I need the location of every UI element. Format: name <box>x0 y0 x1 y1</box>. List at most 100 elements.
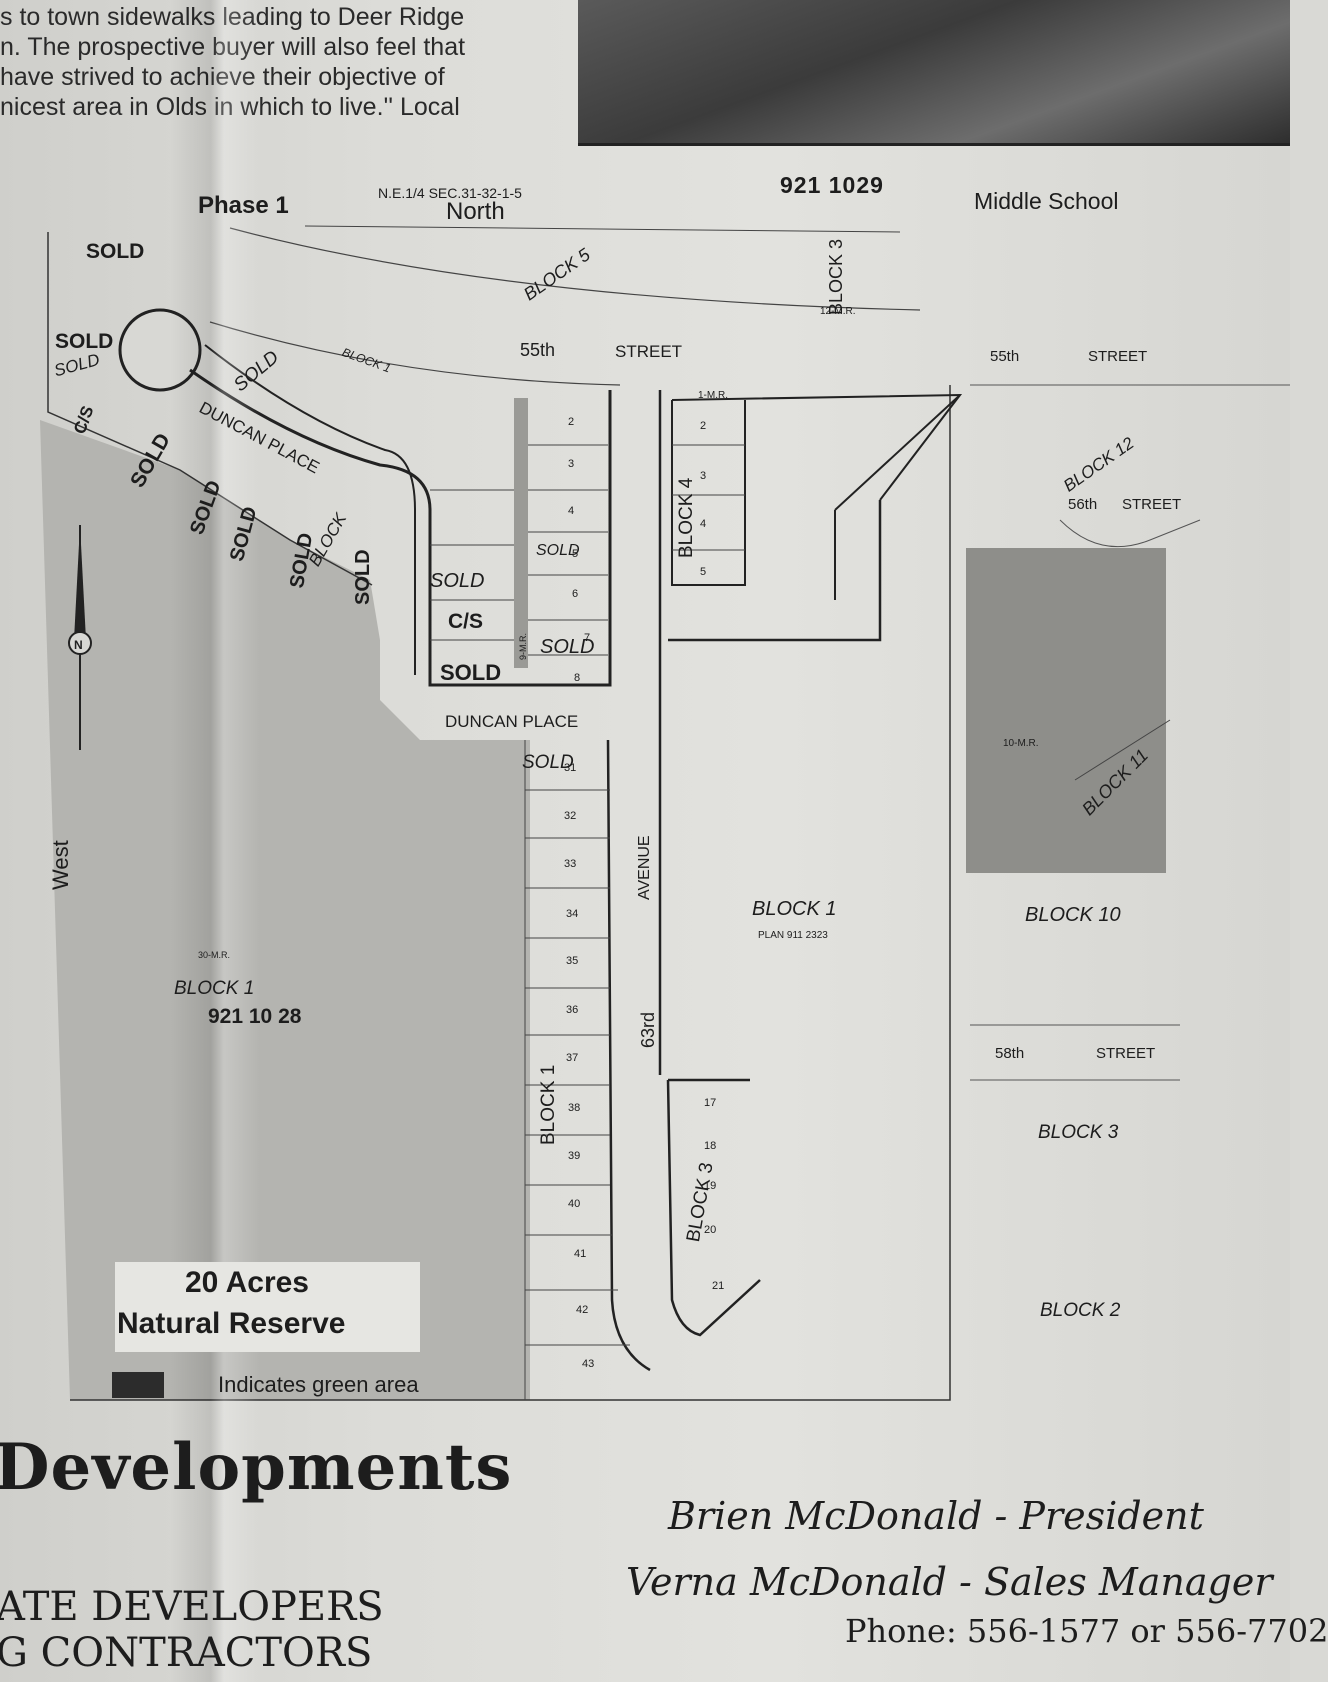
sold-mark-29: SOLD <box>352 549 374 605</box>
lot-number: 7 <box>584 632 591 644</box>
block4-diagonal <box>834 394 961 511</box>
lot-number: 43 <box>582 1358 595 1370</box>
lot-number: 32 <box>564 810 577 822</box>
intro-line: s to town sidewalks leading to Deer Ridg… <box>0 3 465 31</box>
block3-right-label: BLOCK 3 <box>1038 1122 1119 1143</box>
phase-label: Phase 1 <box>198 192 289 219</box>
natural-reserve-area <box>40 420 530 1400</box>
walkway-strip <box>514 398 528 668</box>
block5-line <box>304 225 901 233</box>
street-55th-label-b: STREET <box>615 342 683 361</box>
lot-number: 17 <box>704 1097 717 1109</box>
sold-mark-10: SOLD <box>440 660 502 685</box>
block1-strip-label: BLOCK 1 <box>538 1064 559 1145</box>
company-name: Developments <box>0 1430 513 1505</box>
sales-manager-line: Verna McDonald - Sales Manager <box>626 1560 1273 1604</box>
lot-number: 20 <box>704 1224 717 1236</box>
lot-number: 38 <box>568 1102 581 1114</box>
company-line-1: ATE DEVELOPERS <box>0 1584 384 1630</box>
block2-label: BLOCK 2 <box>1040 1300 1121 1321</box>
subdivision-boundary <box>47 232 951 1401</box>
street-56th-label: 56th <box>1068 496 1098 513</box>
lot-number: 8 <box>574 672 581 684</box>
lot-number: 36 <box>566 1004 579 1016</box>
mr-9-label: 9-M.R. <box>518 633 528 660</box>
cs-mark-11: C/S <box>448 610 484 633</box>
middle-school-label: Middle School <box>974 188 1119 214</box>
intro-line: nicest area in Olds in which to live.'' … <box>0 93 460 121</box>
reserve-acres: 20 Acres <box>185 1266 309 1299</box>
street-58th-label: 58th <box>995 1045 1025 1062</box>
street-58th-label-b: STREET <box>1096 1045 1156 1062</box>
sold-hand-5: SOLD <box>536 542 580 559</box>
lot-number: 37 <box>566 1052 579 1064</box>
north-road-line <box>229 227 921 311</box>
legal-description: N.E.1/4 SEC.31-32-1-5 <box>378 185 522 201</box>
lot-number: 31 <box>564 762 577 774</box>
sold-hand-7: SOLD <box>540 636 595 658</box>
duncan-place-road-inner <box>204 344 416 675</box>
mr-12-label: 12-M.R. <box>820 306 856 317</box>
sold-hand-31: SOLD <box>522 752 574 773</box>
avenue-63rd-east <box>666 1078 761 1337</box>
street-55th-right-label: 55th <box>990 348 1020 365</box>
lot-number: 3 <box>700 470 707 482</box>
lot-number: 5 <box>572 548 579 560</box>
duncan-place-road <box>189 368 612 687</box>
lot-lines-east <box>430 444 608 656</box>
north-label: North <box>446 198 505 225</box>
block4-label: BLOCK 4 <box>676 477 697 558</box>
sold-mark-23: SOLD <box>55 330 114 353</box>
lot-number: 41 <box>574 1248 587 1260</box>
block1-center-plan: PLAN 911 2323 <box>758 930 828 941</box>
lot-number: 2 <box>700 420 707 432</box>
south-55th-line <box>209 321 621 386</box>
west-label: West <box>48 840 73 890</box>
lot-lines-strip <box>524 740 630 1400</box>
avenue-label: AVENUE <box>636 835 653 900</box>
lot-number: 34 <box>566 908 579 920</box>
lot-number: 40 <box>568 1198 581 1210</box>
culdesac <box>118 308 202 392</box>
lot-number: 35 <box>566 955 579 967</box>
lot-number: 18 <box>704 1140 717 1152</box>
lot-number: 42 <box>576 1304 589 1316</box>
lot-number: 19 <box>704 1180 717 1192</box>
green-area-east <box>966 548 1166 873</box>
lot-number: 2 <box>568 416 575 428</box>
sold-mark-22: SOLD <box>86 240 145 263</box>
intro-line: n. The prospective buyer will also feel … <box>0 33 466 61</box>
lot-number: 6 <box>572 588 579 600</box>
phone-line: Phone: 556-1577 or 556-7702 <box>845 1612 1328 1650</box>
block3-top-label: BLOCK 3 <box>826 238 846 315</box>
green-area-swatch <box>112 1372 164 1398</box>
block1-center-label: BLOCK 1 <box>752 898 837 920</box>
lot-number: 39 <box>568 1150 581 1162</box>
compass-icon: N <box>68 525 92 750</box>
lot-number: 33 <box>564 858 577 870</box>
street-55th-right-label-b: STREET <box>1088 348 1148 365</box>
reserve-title: Natural Reserve <box>117 1307 346 1340</box>
lot-number: 21 <box>712 1280 725 1292</box>
block4-lot-lines <box>672 444 745 551</box>
mr-10-label: 10-M.R. <box>1003 738 1039 749</box>
mr-1-label: 1-M.R. <box>698 390 728 401</box>
street-55th-label: 55th <box>520 340 556 360</box>
lot-number: 4 <box>700 518 707 530</box>
plan-number-header: 921 1029 <box>780 172 884 198</box>
subdivision-map: N <box>40 225 1290 1401</box>
company-line-2: G CONTRACTORS <box>0 1630 373 1676</box>
intro-paragraph: s to town sidewalks leading to Deer Ridg… <box>0 2 500 122</box>
lot-number: 3 <box>568 458 575 470</box>
avenue-63rd-label: 63rd <box>638 1011 658 1048</box>
lot-number: 5 <box>700 566 707 578</box>
natural-reserve-box: 20 Acres Natural Reserve <box>115 1262 420 1352</box>
newspaper-photo <box>578 0 1290 146</box>
street-56th <box>1059 519 1201 548</box>
mr-30-label: 30-M.R. <box>198 950 231 960</box>
lot-number: 4 <box>568 505 575 517</box>
block10-label: BLOCK 10 <box>1025 904 1121 926</box>
sold-hand-12: SOLD <box>430 570 485 592</box>
intro-line: have strived to achieve their objective … <box>0 63 445 91</box>
